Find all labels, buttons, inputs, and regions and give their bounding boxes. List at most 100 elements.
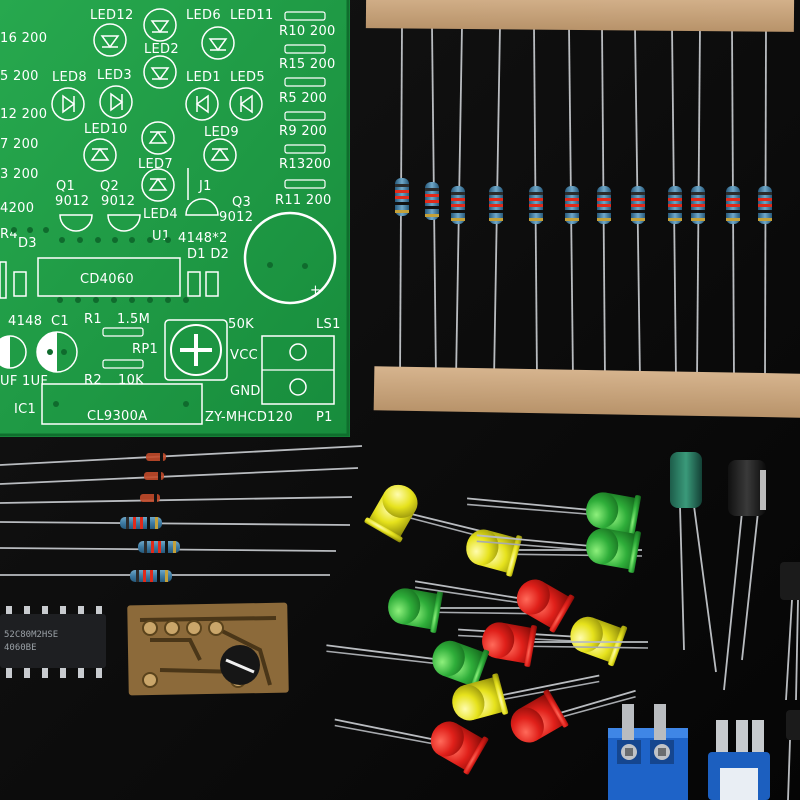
label-rp1: RP1 [132,342,158,357]
capacitors [670,452,766,691]
resistor-vertical [758,186,772,224]
label-q2: Q2 [100,179,119,194]
tape-top [365,0,795,32]
label-ic-cd4060: CD4060 [80,272,134,287]
led [476,528,641,573]
label-r2: R2 [84,373,102,388]
label-p1: P1 [316,410,333,425]
label-r-left4: 7 200 [0,137,39,152]
tape-bottom [373,366,800,418]
led-pile [326,484,649,775]
led [467,492,641,537]
resistor-vertical [529,186,543,224]
terminal-block [608,704,688,800]
resistor-vertical [726,186,740,224]
cd4060-chip: 52C80M2HSE 4060BE [0,606,106,678]
led [482,622,649,667]
label-c-val1: UF [0,374,18,389]
label-vcc: VCC [230,348,258,363]
resistor-vertical [489,186,503,224]
diode [144,472,164,480]
label-r15: R15 200 [279,57,336,72]
label-led6: LED6 [186,8,221,23]
label-r5: R5 200 [279,91,327,106]
label-led5: LED5 [230,70,265,85]
resistors-horizontal [120,517,180,582]
label-r11: R11 200 [275,193,332,208]
label-q1: Q1 [56,179,75,194]
label-board-name: ZY-MHCD120 [205,410,293,425]
label-ic1: IC1 [14,402,36,417]
ic1-footprint [41,383,203,425]
ic-marking-line1: 52C80M2HSE [4,630,58,640]
label-led9: LED9 [204,125,239,140]
led [458,616,628,667]
resistor-horizontal [120,517,162,529]
label-r13: R13200 [279,157,331,172]
led [466,529,643,577]
led-footprints [51,8,263,202]
label-gnd: GND [230,384,261,399]
label-led11: LED11 [230,8,274,23]
label-r9: R9 200 [279,124,327,139]
resistor-vertical [668,186,682,224]
label-diode-type: 4148*2 [178,231,228,246]
label-r-left3: 12 200 [0,107,47,122]
label-r1-val: 1.5M [117,312,150,327]
label-plus: + [310,283,321,298]
diode [146,453,166,461]
led [452,673,600,721]
resistor-vertical [597,186,611,224]
label-led2: LED2 [144,42,179,57]
label-q3-type: 9012 [219,210,253,225]
buzzer-footprint [243,211,337,305]
label-r-left2: 5 200 [0,69,39,84]
led [414,579,575,633]
label-led8: LED8 [52,70,87,85]
label-led12: LED12 [90,8,134,23]
ic-footprint-cd4060 [37,257,181,297]
diodes-horizontal [140,453,166,502]
label-r16: 16 200 [0,31,47,46]
slide-switch [708,720,770,800]
small-pcb-module [127,602,289,696]
resistor-horizontal [130,570,172,582]
label-ls1: LS1 [316,317,341,332]
pot-footprint [164,319,228,381]
label-q3: Q3 [232,195,251,210]
label-r-left6: 4200 [0,201,34,216]
label-r-left5: 3 200 [0,167,39,182]
label-d3: D3 [18,236,37,251]
label-rv-val: 50K [228,317,254,332]
resistor-vertical [451,186,465,224]
label-c-val2: 1UF [22,374,48,389]
label-led4: LED4 [143,207,178,222]
label-led7: LED7 [138,157,173,172]
label-d4148: 4148 [8,314,42,329]
transistor-footprints [59,168,219,232]
resistor-vertical [395,178,409,216]
resistor-vertical [565,186,579,224]
loose-components [0,445,363,582]
label-r2-val: 10K [118,373,144,388]
resistor-vertical [425,182,439,220]
led [388,588,555,633]
label-r1: R1 [84,312,102,327]
label-led10: LED10 [84,122,128,137]
label-r10: R10 200 [279,24,336,39]
label-c1: C1 [51,314,69,329]
label-q2-type: 9012 [101,194,135,209]
label-d1d2: D1 D2 [187,247,229,262]
transistors [780,562,800,800]
ic-marking-line2: 4060BE [4,643,37,653]
led [326,640,490,691]
label-led3: LED3 [97,68,132,83]
led [334,718,489,775]
label-led1: LED1 [186,70,221,85]
resistor-vertical [691,186,705,224]
resistor-strip [365,0,800,418]
led [510,689,636,743]
resistors-vertical [395,178,772,224]
resistor-horizontal [138,541,180,553]
